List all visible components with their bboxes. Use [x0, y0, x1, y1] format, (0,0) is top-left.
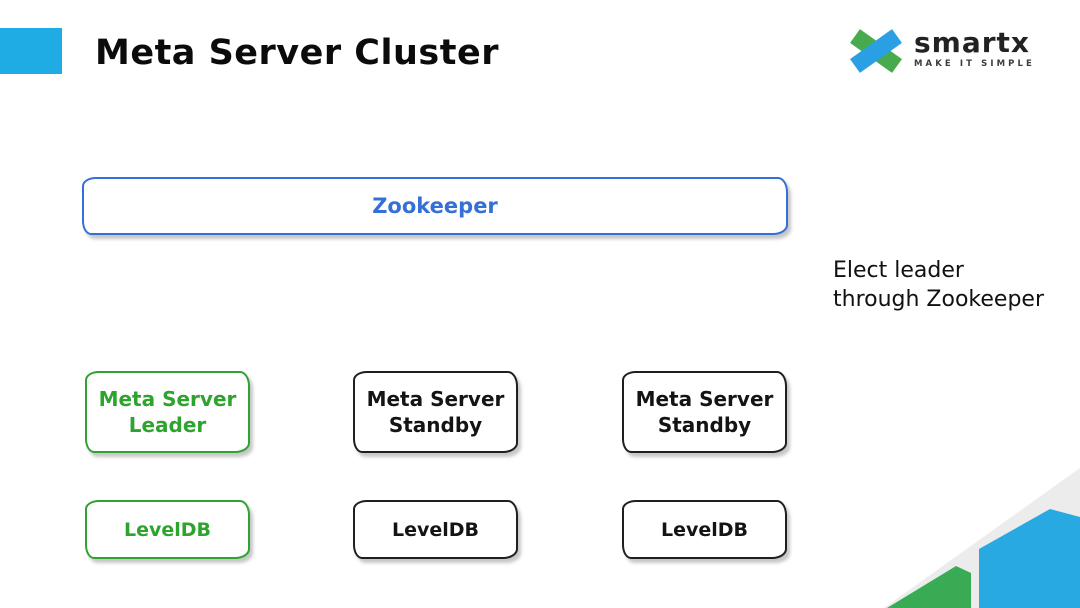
leveldb-standby1-label: LevelDB: [391, 518, 480, 541]
title-accent-bar: [0, 28, 62, 74]
annotation-line-2: through Zookeeper: [833, 287, 1044, 312]
annotation-elect-leader: Elect leader through Zookeeper: [833, 256, 1044, 314]
logo-tagline: MAKE IT SIMPLE: [914, 59, 1035, 69]
leveldb-leader-label: LevelDB: [123, 518, 212, 541]
corner-green-mountain: [887, 566, 971, 608]
meta-standby2-label-line1: Meta Server: [635, 387, 774, 411]
corner-blue-mountain: [979, 509, 1080, 608]
leveldb-box-standby-2: LevelDB: [622, 500, 787, 559]
leveldb-standby2-label: LevelDB: [660, 518, 749, 541]
meta-server-standby-box-1: Meta Server Standby: [353, 371, 518, 453]
smartx-logo: smartx MAKE IT SIMPLE: [846, 28, 1035, 74]
meta-standby1-label-line2: Standby: [388, 413, 483, 437]
page-title: Meta Server Cluster: [95, 33, 499, 73]
leveldb-box-leader: LevelDB: [85, 500, 250, 559]
smartx-logo-icon: [850, 29, 902, 73]
meta-standby1-label-line1: Meta Server: [366, 387, 505, 411]
logo-wordmark: smartx: [914, 26, 1030, 59]
meta-leader-label-line2: Leader: [128, 413, 207, 437]
meta-server-standby-box-2: Meta Server Standby: [622, 371, 787, 453]
zookeeper-box: Zookeeper: [82, 177, 788, 235]
meta-leader-label-line1: Meta Server: [98, 387, 237, 411]
corner-gray-swoosh: [884, 468, 1080, 608]
leveldb-box-standby-1: LevelDB: [353, 500, 518, 559]
zookeeper-label: Zookeeper: [372, 194, 498, 218]
meta-server-leader-box: Meta Server Leader: [85, 371, 250, 453]
annotation-line-1: Elect leader: [833, 258, 964, 283]
meta-standby2-label-line2: Standby: [657, 413, 752, 437]
logo-text: smartx MAKE IT SIMPLE: [914, 26, 1035, 70]
